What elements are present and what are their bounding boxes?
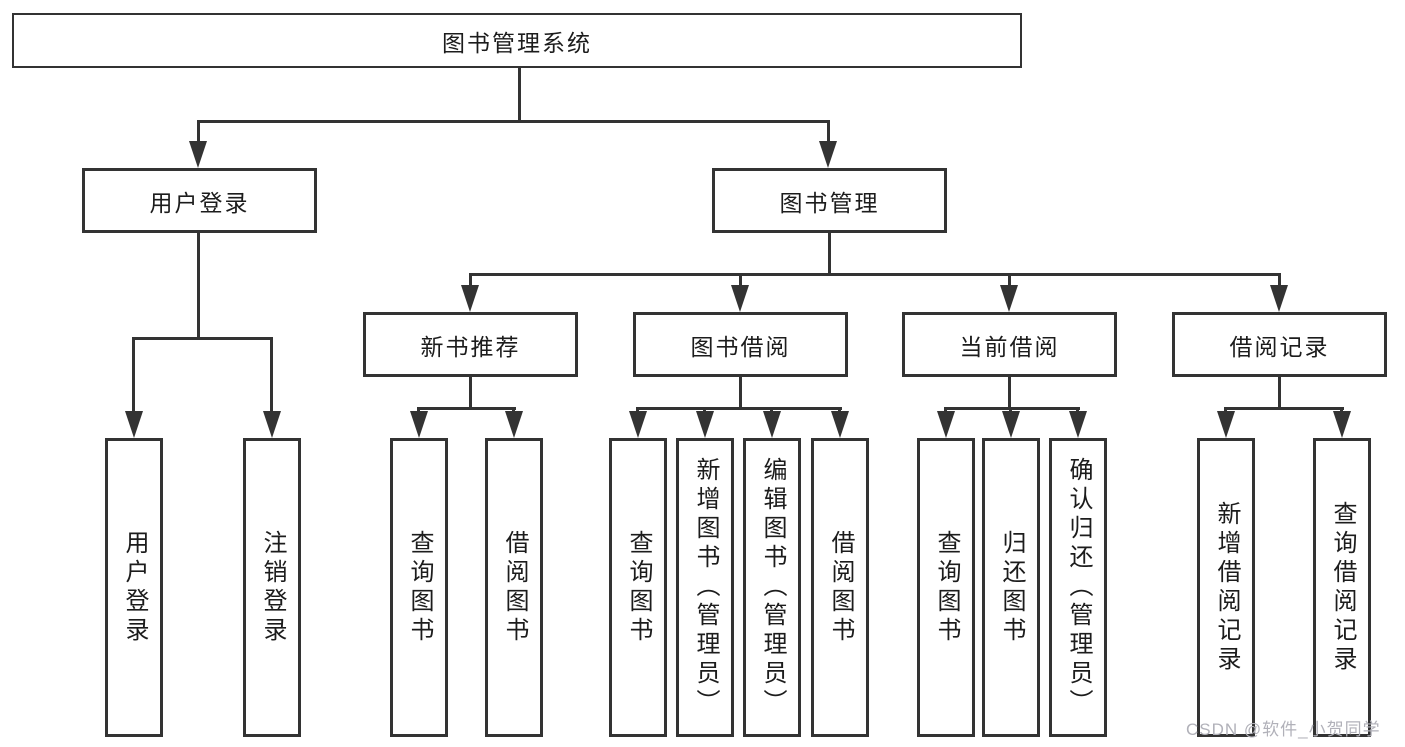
connector-book-borrowing-riser — [739, 377, 742, 407]
arrow-down-icon — [461, 285, 479, 312]
arrow-down-icon — [505, 411, 523, 438]
node-label: 注销登录 — [259, 529, 286, 646]
leaf-borrow-books-borrowing: 借阅图书 — [811, 438, 869, 737]
arrow-down-icon — [629, 411, 647, 438]
node-label: 图书管理 — [779, 189, 880, 216]
node-label: 新增图书（管理员） — [692, 457, 719, 718]
connector-drop-current-borrowing — [1008, 273, 1011, 286]
connector-drop-leaf — [944, 407, 947, 412]
node-label: 归还图书 — [998, 529, 1025, 646]
arrow-down-icon — [125, 411, 143, 438]
node-label: 用户登录 — [149, 189, 250, 216]
arrow-down-icon — [1069, 411, 1087, 438]
node-label: 借阅图书 — [827, 529, 854, 646]
leaf-query-books-recommend: 查询图书 — [390, 438, 448, 737]
arrow-down-icon — [763, 411, 781, 438]
leaf-borrow-books-recommend: 借阅图书 — [485, 438, 543, 737]
connector-book-management-riser — [828, 233, 831, 273]
node-label: 查询图书 — [933, 529, 960, 646]
node-library-management-system: 图书管理系统 — [12, 13, 1022, 68]
connector-borrowing-records-branch — [1224, 407, 1344, 410]
connector-new-book-riser — [469, 377, 472, 407]
node-label: 新书推荐 — [420, 333, 521, 360]
node-book-borrowing: 图书借阅 — [633, 312, 848, 377]
arrow-down-icon — [410, 411, 428, 438]
leaf-user-login: 用户登录 — [105, 438, 163, 737]
leaf-query-books-current: 查询图书 — [917, 438, 975, 737]
connector-new-book-branch — [417, 407, 516, 410]
connector-drop-leaf — [1076, 407, 1079, 412]
node-label: 确认归还（管理员） — [1065, 457, 1092, 718]
connector-drop-leaf — [270, 337, 273, 412]
connector-drop-leaf — [1224, 407, 1227, 412]
arrow-down-icon — [1217, 411, 1235, 438]
connector-drop-book-management — [827, 120, 830, 142]
leaf-edit-books-admin: 编辑图书（管理员） — [743, 438, 801, 737]
node-label: 当前借阅 — [959, 333, 1060, 360]
arrow-down-icon — [1000, 285, 1018, 312]
node-label: 编辑图书（管理员） — [759, 457, 786, 718]
node-label: 图书借阅 — [690, 333, 791, 360]
node-book-management: 图书管理 — [712, 168, 947, 233]
node-user-login: 用户登录 — [82, 168, 317, 233]
arrow-down-icon — [819, 141, 837, 168]
connector-drop-leaf — [770, 407, 773, 412]
connector-drop-leaf — [838, 407, 841, 412]
connector-current-borrowing-riser — [1008, 377, 1011, 407]
node-label: 借阅图书 — [501, 529, 528, 646]
connector-drop-leaf — [512, 407, 515, 412]
arrow-down-icon — [189, 141, 207, 168]
node-current-borrowing: 当前借阅 — [902, 312, 1117, 377]
connector-drop-leaf — [1009, 407, 1012, 412]
leaf-confirm-return-admin: 确认归还（管理员） — [1049, 438, 1107, 737]
leaf-logout-login: 注销登录 — [243, 438, 301, 737]
leaf-return-books: 归还图书 — [982, 438, 1040, 737]
connector-drop-user-login — [197, 120, 200, 142]
connector-drop-borrowing-records — [1278, 273, 1281, 286]
node-borrowing-records: 借阅记录 — [1172, 312, 1387, 377]
connector-user-login-branch — [132, 337, 273, 340]
connector-book-borrowing-branch — [636, 407, 842, 410]
leaf-add-borrow-record: 新增借阅记录 — [1197, 438, 1255, 737]
node-label: 查询图书 — [406, 529, 433, 646]
arrow-down-icon — [696, 411, 714, 438]
arrow-down-icon — [831, 411, 849, 438]
connector-drop-leaf — [703, 407, 706, 412]
connector-current-borrowing-branch — [944, 407, 1080, 410]
arrow-down-icon — [1002, 411, 1020, 438]
connector-drop-book-borrowing — [739, 273, 742, 286]
leaf-query-books-borrowing: 查询图书 — [609, 438, 667, 737]
connector-drop-leaf — [417, 407, 420, 412]
arrow-down-icon — [937, 411, 955, 438]
connector-drop-leaf — [132, 337, 135, 412]
node-label: 查询借阅记录 — [1329, 500, 1356, 675]
node-label: 查询图书 — [625, 529, 652, 646]
connector-level3-branch — [469, 273, 1281, 276]
connector-level2-branch — [197, 120, 830, 123]
node-label: 图书管理系统 — [442, 29, 592, 56]
csdn-watermark: CSDN @软件_小贺同学 — [1186, 720, 1381, 739]
node-new-book-recommendation: 新书推荐 — [363, 312, 578, 377]
node-label: 新增借阅记录 — [1213, 500, 1240, 675]
arrow-down-icon — [1333, 411, 1351, 438]
arrow-down-icon — [263, 411, 281, 438]
leaf-add-books-admin: 新增图书（管理员） — [676, 438, 734, 737]
connector-drop-leaf — [1340, 407, 1343, 412]
connector-drop-leaf — [636, 407, 639, 412]
arrow-down-icon — [1270, 285, 1288, 312]
arrow-down-icon — [731, 285, 749, 312]
connector-user-login-riser — [197, 233, 200, 337]
node-label: 用户登录 — [121, 529, 148, 646]
connector-drop-new-book — [469, 273, 472, 286]
connector-root-riser — [518, 68, 521, 120]
connector-borrowing-records-riser — [1278, 377, 1281, 407]
leaf-query-borrow-record: 查询借阅记录 — [1313, 438, 1371, 737]
node-label: 借阅记录 — [1229, 333, 1330, 360]
